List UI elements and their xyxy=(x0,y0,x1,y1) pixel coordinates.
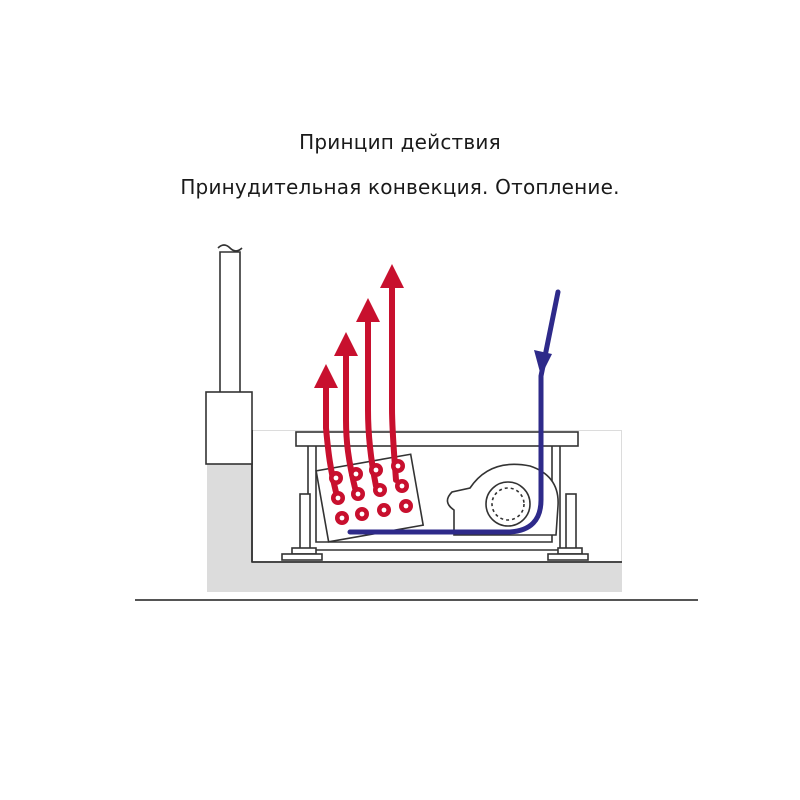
cold-air-arrowhead xyxy=(534,350,552,376)
hot-air-arrow-1 xyxy=(323,381,341,503)
fan-icon xyxy=(446,463,559,536)
hot-air-head-4 xyxy=(380,264,404,288)
diagram-subtitle: Принудительная конвекция. Отопление. xyxy=(180,175,620,199)
hot-air-arrowheads xyxy=(314,264,404,388)
cold-air-flow xyxy=(347,289,561,535)
hot-air-head-3 xyxy=(356,298,380,322)
hot-air-head-1 xyxy=(314,364,338,388)
hot-air-head-2 xyxy=(334,332,358,356)
diagram-title: Принцип действия xyxy=(299,130,501,154)
wall-pipe xyxy=(205,244,253,465)
cold-air-path xyxy=(347,289,561,535)
hot-air-arrow-2 xyxy=(343,349,359,495)
exchanger-tubes xyxy=(329,459,413,525)
hot-air-arrow-4 xyxy=(389,281,399,483)
